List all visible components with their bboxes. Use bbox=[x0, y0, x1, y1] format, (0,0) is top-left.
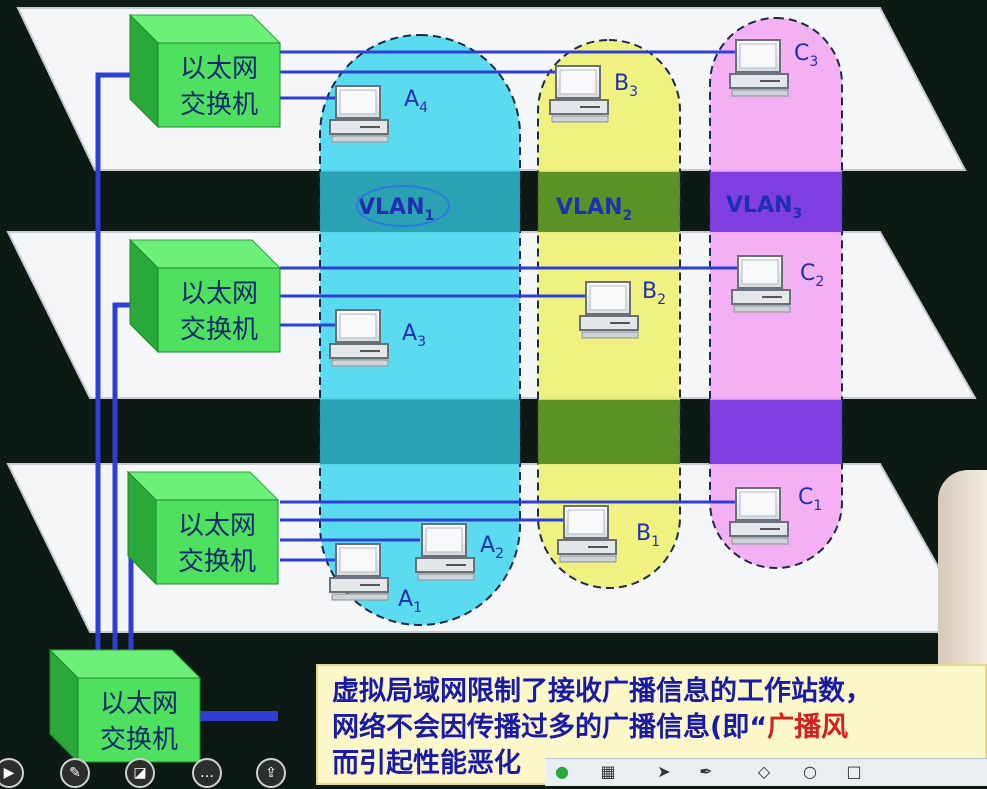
caption-line-2: 网络不会因传播过多的广播信息(即“广播风 bbox=[332, 712, 849, 743]
pc-C1 bbox=[729, 487, 789, 545]
label-B2: B2 bbox=[642, 279, 666, 308]
pc-B1 bbox=[557, 505, 617, 563]
rect-tool-icon[interactable]: □ bbox=[846, 762, 862, 781]
player-controls: ▶ ✎ ◪ … ⇪ bbox=[0, 752, 320, 788]
share-icon[interactable]: ⇪ bbox=[256, 758, 286, 788]
pointer-icon[interactable]: ➤ bbox=[657, 762, 671, 781]
annotation-toolbar: ● ▦ ➤ ✒ ◇ ○ □ bbox=[545, 758, 987, 786]
circle-tool-icon[interactable]: ○ bbox=[803, 762, 817, 781]
floor-3-links bbox=[280, 50, 740, 100]
pc-A4 bbox=[329, 85, 389, 143]
switch-label-line2: 交换机 bbox=[180, 90, 258, 120]
switch-label-line1: 以太网 bbox=[178, 511, 256, 541]
label-A2: A2 bbox=[480, 533, 504, 562]
pen-tool-icon[interactable]: ✒ bbox=[699, 762, 713, 781]
switch-label-line1: 以太网 bbox=[180, 279, 258, 309]
switch-label-line2: 交换机 bbox=[178, 547, 256, 577]
vlan-3-label: VLAN3 bbox=[726, 193, 802, 222]
floor-2-links bbox=[280, 266, 740, 327]
switch-label-line2: 交换机 bbox=[100, 725, 178, 755]
pc-C3 bbox=[729, 39, 789, 97]
pen-icon[interactable]: ✎ bbox=[60, 758, 90, 788]
pc-A3 bbox=[329, 309, 389, 367]
label-A4: A4 bbox=[404, 87, 428, 116]
label-A3: A3 bbox=[402, 321, 426, 350]
edit-icon[interactable]: ◪ bbox=[125, 758, 155, 788]
label-C3: C3 bbox=[794, 41, 818, 70]
more-icon[interactable]: … bbox=[192, 758, 222, 788]
robot-icon[interactable]: ● bbox=[555, 762, 569, 781]
pc-A1 bbox=[329, 543, 389, 601]
switch-label-line1: 以太网 bbox=[180, 54, 258, 84]
switch-label-line2: 交换机 bbox=[180, 315, 258, 345]
vlan-1-label: VLAN1 bbox=[358, 195, 434, 224]
pc-C2 bbox=[731, 255, 791, 313]
vlan-2-label: VLAN2 bbox=[556, 195, 632, 224]
grid-icon[interactable]: ▦ bbox=[600, 762, 616, 781]
caption-line-3: 而引起性能恶化 bbox=[332, 748, 521, 779]
pc-B3 bbox=[549, 65, 609, 123]
floor-1-links bbox=[280, 500, 740, 562]
eraser-icon[interactable]: ◇ bbox=[757, 762, 771, 781]
label-B1: B1 bbox=[636, 521, 660, 550]
pc-A2 bbox=[415, 523, 475, 581]
caption-highlight: 广播风 bbox=[767, 712, 849, 743]
caption-line-1: 虚拟局域网限制了接收广播信息的工作站数， bbox=[332, 676, 872, 707]
label-C2: C2 bbox=[800, 261, 824, 290]
pc-B2 bbox=[579, 281, 639, 339]
label-A1: A1 bbox=[398, 587, 422, 616]
label-C1: C1 bbox=[798, 485, 822, 514]
switch-label-line1: 以太网 bbox=[100, 689, 178, 719]
play-icon[interactable]: ▶ bbox=[0, 758, 24, 788]
label-B3: B3 bbox=[614, 71, 638, 100]
